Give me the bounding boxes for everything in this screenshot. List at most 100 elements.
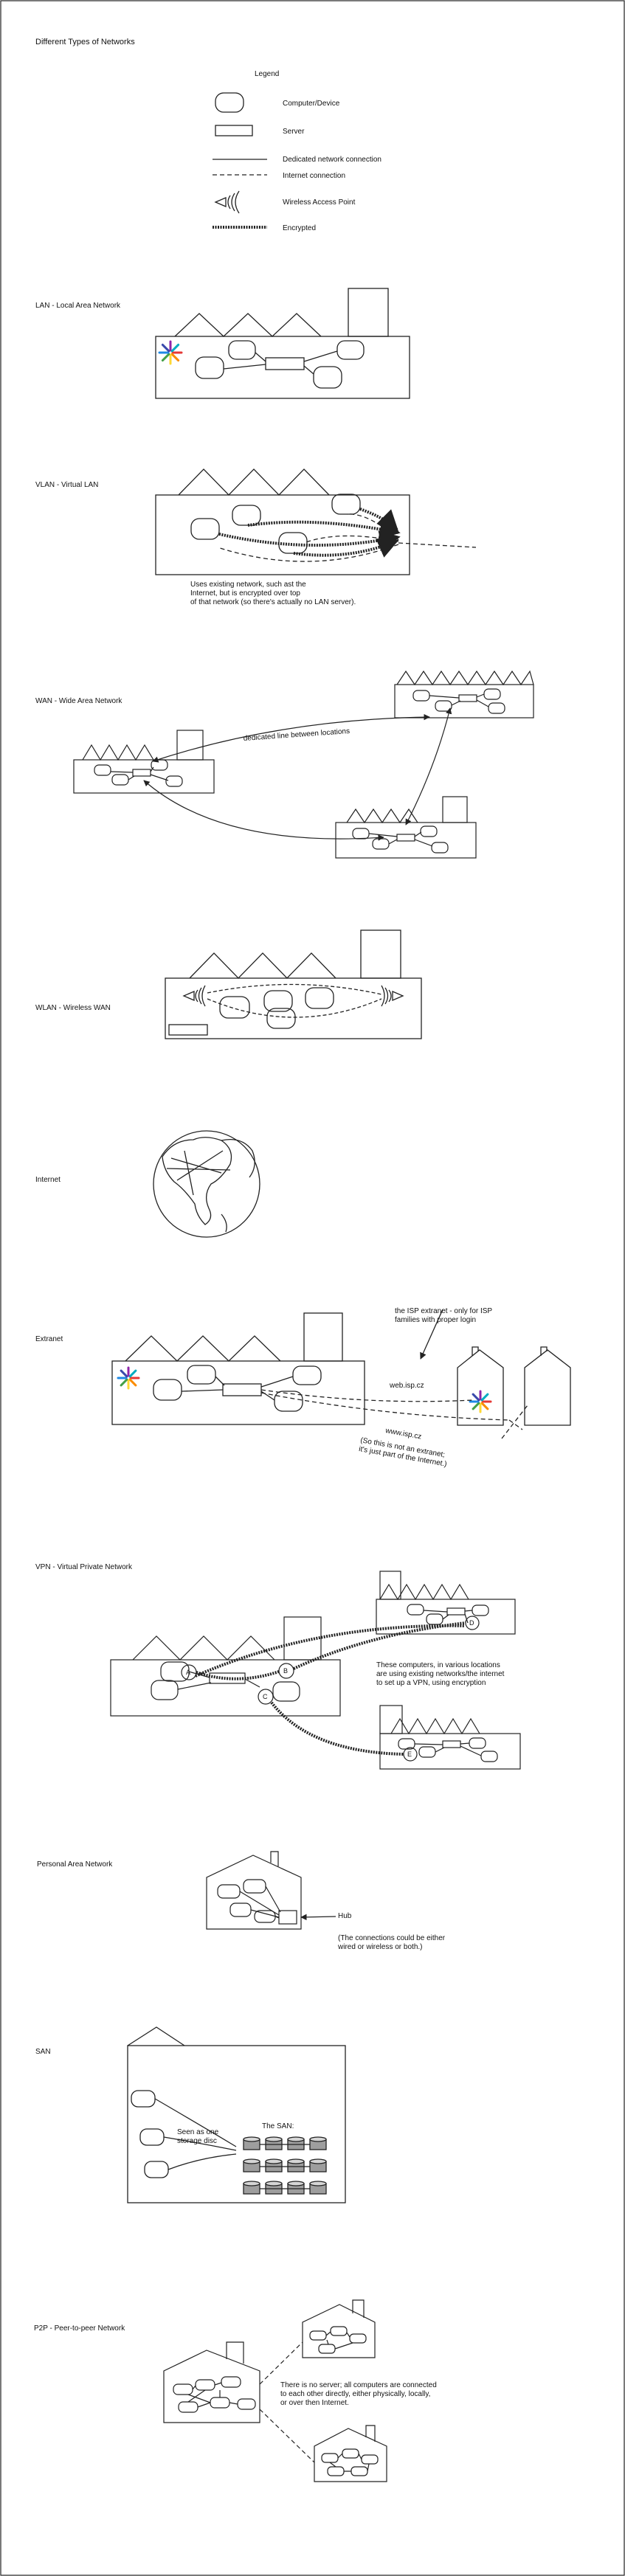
vpn-diagram [110, 1571, 521, 1770]
lan-title: LAN - Local Area Network [35, 302, 121, 310]
vpn-note: These computers, in various locations ar… [376, 1661, 506, 1687]
vlan-roof [178, 468, 330, 496]
legend-wireless-label: Wireless Access Point [283, 198, 356, 207]
extranet-diagram [111, 1309, 571, 1439]
wlan-diagram [165, 929, 422, 1039]
san-disk-icon [265, 2136, 283, 2150]
p2p-note: There is no server; all computers are co… [280, 2381, 439, 2407]
vpn-label-d: D [469, 1619, 474, 1627]
vlan-note: Uses existing network, such ast the Inte… [190, 581, 356, 606]
vpn-label-b: B [283, 1667, 288, 1675]
p2p-title: P2P - Peer-to-peer Network [34, 2324, 125, 2333]
internet-globe-icon [153, 1130, 260, 1238]
san-disk-array [243, 2136, 327, 2195]
wlan-computer-2 [263, 990, 293, 1012]
wan-dedicated-line-bottom [143, 780, 384, 841]
san-disk-icon [309, 2181, 327, 2195]
wlan-computer-4 [266, 1008, 296, 1029]
lan-computer-4 [313, 366, 342, 389]
vpn-node-e [403, 1747, 418, 1762]
vlan-title: VLAN - Virtual LAN [35, 481, 98, 489]
legend-wireless-symbol [214, 190, 240, 214]
wlan-title: WLAN - Wireless WAN [35, 1004, 111, 1012]
wlan-server [168, 1024, 208, 1036]
legend-heading: Legend [255, 70, 279, 78]
vpn-label-c: C [263, 1693, 268, 1700]
vpn-title: VPN - Virtual Private Network [35, 1563, 133, 1571]
vlan-encrypted-link-2 [218, 530, 401, 551]
extranet-site-b: www.isp.cz [384, 1427, 422, 1441]
vpn-node-labels: A B C D E [186, 1619, 474, 1758]
vpn-tunnel-b-d [293, 1621, 466, 1670]
vpn-node-b [278, 1663, 294, 1679]
wan-dedicated-line-right [405, 707, 452, 825]
san-disk-icon [243, 2181, 260, 2195]
lan-diagram [155, 288, 410, 399]
extranet-building [111, 1360, 365, 1425]
lan-computer-3 [336, 340, 365, 360]
vlan-computer-2 [331, 494, 361, 515]
san-title: SAN [35, 2048, 51, 2056]
san-disk-icon [243, 2136, 260, 2150]
legend-encrypted-label: Encrypted [283, 224, 316, 232]
san-disk-icon [265, 2181, 283, 2195]
extranet-hub-icon-left [117, 1366, 140, 1390]
wan-site-top-right [394, 684, 534, 719]
extranet-isp-note: the ISP extranet - only for ISP families… [395, 1307, 494, 1324]
pan-diagram [206, 1851, 336, 1930]
pan-title: Personal Area Network [37, 1860, 113, 1869]
wlan-computer-3 [305, 987, 334, 1009]
extranet-site-a: web.isp.cz [389, 1382, 424, 1390]
san-storage-note: Seen as one storage disc [177, 2128, 221, 2145]
wlan-chimney [360, 929, 401, 979]
extranet-title: Extranet [35, 1335, 63, 1343]
vpn-label-a: A [186, 1669, 190, 1676]
san-disk-icon [287, 2181, 305, 2195]
san-building [127, 2045, 346, 2203]
p2p-diagram [163, 2299, 387, 2482]
wan-dedicated-line-top [152, 713, 430, 763]
legend-dedicated-label: Dedicated network connection [283, 156, 381, 164]
san-disk-icon [243, 2158, 260, 2172]
p2p-house-bottom [314, 2428, 387, 2482]
extranet-roof [125, 1335, 281, 1362]
san-disk-icon [287, 2158, 305, 2172]
extranet-house-other [524, 1349, 571, 1426]
wan-link-label: dedicated line between locations [243, 727, 350, 743]
internet-title: Internet [35, 1176, 61, 1184]
san-disk-icon [265, 2158, 283, 2172]
vpn-label-e: E [407, 1751, 412, 1758]
lan-chimney [348, 288, 389, 337]
san-disk-icon [309, 2158, 327, 2172]
extranet-house-isp [457, 1349, 504, 1426]
legend-server-symbol [215, 125, 253, 136]
wan-site-bottom [335, 822, 477, 859]
wlan-building [165, 977, 422, 1039]
p2p-house-left [163, 2350, 260, 2423]
vpn-site-e [379, 1733, 521, 1770]
vpn-node-c [258, 1689, 274, 1705]
wlan-access-point-left [182, 985, 206, 1007]
lan-computer-2 [195, 356, 224, 379]
vlan-diagram [155, 468, 477, 575]
vlan-building [155, 494, 410, 575]
san-disk-icon [287, 2136, 305, 2150]
vlan-encrypted-link-4 [359, 508, 398, 531]
vlan-computer-1 [232, 505, 261, 526]
wlan-computer-1 [219, 996, 250, 1019]
san-disk-icon [309, 2136, 327, 2150]
lan-building [155, 336, 410, 399]
vlan-encrypted-link-3 [293, 539, 399, 558]
vlan-computer-3 [190, 518, 220, 540]
legend-computer-label: Computer/Device [283, 100, 340, 108]
extranet-hub-icon-house [469, 1390, 492, 1413]
vpn-site-d [376, 1599, 516, 1635]
legend-computer-symbol [215, 92, 244, 113]
san-label: The SAN: [262, 2122, 294, 2130]
san-diagram [127, 2026, 346, 2203]
legend-internet-label: Internet connection [283, 172, 345, 180]
pan-house [206, 1855, 302, 1930]
pan-hub [278, 1910, 297, 1925]
